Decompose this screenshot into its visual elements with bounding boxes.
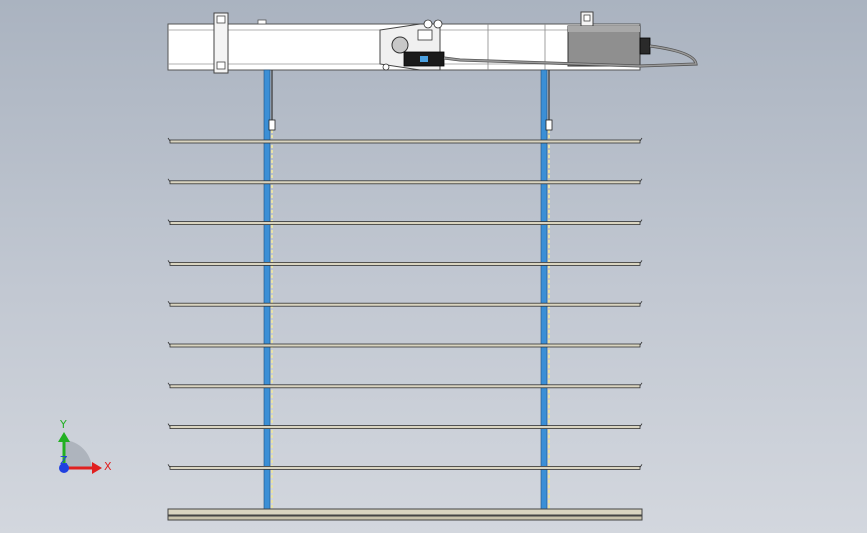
- mounting-bracket-right: [580, 11, 594, 27]
- motor-cable: [443, 44, 698, 68]
- motor: [567, 25, 651, 67]
- slat-4: [169, 261, 641, 266]
- z-axis-marker: [59, 463, 69, 473]
- drive-unit: [379, 19, 445, 71]
- ladder-tape-2: [540, 69, 553, 513]
- slat-9: [169, 465, 641, 470]
- headrail: [167, 11, 698, 74]
- bottom-rail: [167, 508, 643, 521]
- drive-gear: [391, 36, 409, 54]
- x-axis-label: X: [104, 460, 112, 473]
- slat-8: [169, 425, 641, 430]
- y-axis-label: Y: [59, 418, 67, 431]
- ladder-tapes: [263, 69, 553, 513]
- slat-1: [169, 139, 641, 144]
- slats: [167, 137, 643, 470]
- mounting-bracket-left: [213, 12, 229, 74]
- slat-2: [169, 180, 641, 185]
- axis-triad: Y X Z: [58, 418, 112, 474]
- slat-3: [169, 221, 641, 226]
- ladder-tape-1: [263, 69, 276, 513]
- slat-7: [169, 384, 641, 389]
- slat-6: [169, 343, 641, 348]
- slat-5: [169, 302, 641, 307]
- z-axis-label: Z: [60, 454, 68, 467]
